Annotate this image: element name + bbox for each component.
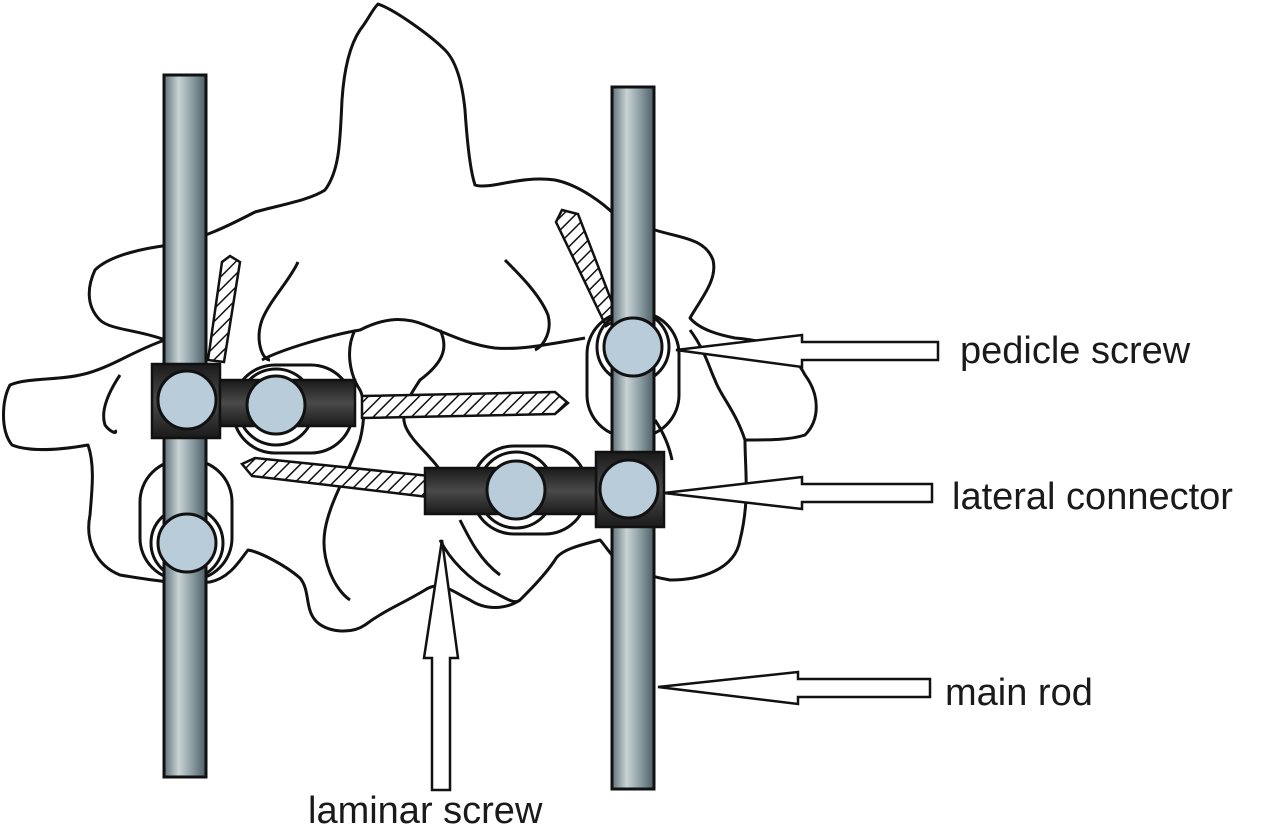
screw-head-left-lower-pedicle [156, 512, 218, 574]
screw-head-left-connector [156, 369, 218, 431]
vertebra-body-outline [2, 2, 818, 633]
arrow-lateral-connector [663, 475, 934, 511]
screw-heads [156, 316, 664, 574]
label-main-rod: main rod [945, 672, 1093, 714]
lamina-left-curve [257, 261, 300, 362]
lamina-right-curve [503, 258, 551, 352]
right-pedicle-screw-shaft [554, 208, 620, 328]
body-inner-curve [438, 539, 522, 604]
label-laminar-screw: laminar screw [308, 790, 543, 832]
screw-shafts [206, 208, 620, 499]
canal-curve [261, 318, 586, 362]
screw-head-right-upper-pedicle [602, 316, 664, 378]
vertebra-outline [2, 2, 818, 633]
arrow-laminar-screw [422, 539, 460, 792]
label-pedicle-screw: pedicle screw [960, 330, 1191, 372]
left-facet-curve [102, 374, 122, 434]
screw-head-lower-laminar [485, 459, 547, 521]
lower-laminar-screw-shaft [239, 456, 432, 499]
right-lower-curve [653, 419, 674, 461]
label-lateral-connector: lateral connector [952, 476, 1233, 518]
arrow-pedicle-screw [675, 333, 940, 369]
arrow-main-rod [657, 670, 932, 706]
screw-head-right-connector [598, 458, 660, 520]
callout-arrows [422, 333, 940, 792]
upper-laminar-screw-shaft [360, 390, 570, 420]
left-pedicle-screw-shaft [206, 254, 242, 364]
spinous-inner-curve [322, 329, 366, 602]
screw-head-upper-laminar [245, 374, 307, 436]
body-inner-curve-2 [458, 519, 501, 577]
right-main-rod [610, 85, 656, 791]
